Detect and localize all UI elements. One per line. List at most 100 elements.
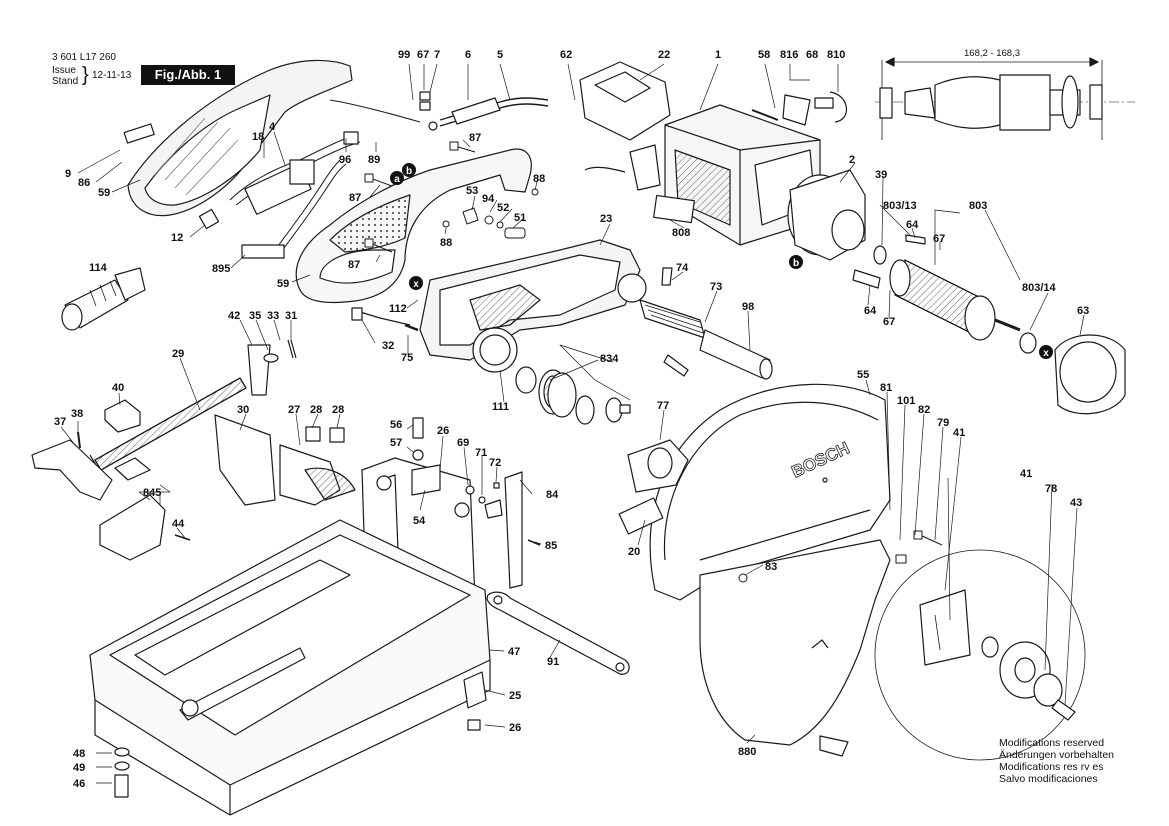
fan-baffle [1054,334,1126,415]
part-label-98: 98 [742,301,754,313]
armature [852,234,1037,354]
part-label-68: 68 [806,49,818,61]
warning-decal [618,497,664,535]
part-label-46: 46 [73,778,85,790]
part-label-38: 38 [71,408,83,420]
part-label-48: 48 [73,748,85,760]
part-label-84: 84 [546,489,559,501]
base-plate [89,519,491,816]
lead-screw [89,377,247,476]
part-label-27: 27 [288,404,300,416]
part-label-28-a: 28 [310,404,322,416]
notice-line: Salvo modificaciones [999,773,1098,785]
part-label-55: 55 [857,369,869,381]
part-label-57: 57 [390,437,402,449]
motor-flange [787,169,866,261]
small-fasteners [465,471,541,589]
part-label-59-top: 59 [98,187,110,199]
connector-badge-x-right-text: x [1043,348,1049,359]
guard-screws [738,530,943,583]
modification-notice: Modifications reserved Änderungen vorbeh… [999,737,1114,785]
part-label-810: 810 [827,49,845,61]
part-label-73: 73 [710,281,722,293]
connector-badges: a b x b x [390,163,1053,359]
part-label-41-guard: 41 [953,427,965,439]
part-label-53: 53 [466,185,478,197]
connector-badge-x-left [409,276,423,290]
part-label-88-mid: 88 [440,237,452,249]
part-label-96: 96 [339,154,351,166]
issue-label: Issue [52,65,76,76]
part-label-77: 77 [657,400,669,412]
part-label-808: 808 [672,227,690,239]
part-label-35: 35 [249,310,261,322]
part-label-834: 834 [600,353,619,365]
part-label-94: 94 [482,193,495,205]
part-label-81: 81 [880,382,892,394]
part-label-51: 51 [514,212,526,224]
part-label-83: 83 [765,561,777,573]
part-label-32: 32 [382,340,394,352]
part-label-39: 39 [875,169,887,181]
doc-number: 3 601 L17 260 [52,52,116,63]
part-label-99: 99 [398,49,410,61]
part-label-6: 6 [465,49,471,61]
handle-housing-upper [123,59,353,217]
notice-line: Modifications reserved [999,737,1105,749]
part-label-112: 112 [389,303,407,315]
gear-set [515,366,631,425]
part-label-63: 63 [1077,305,1089,317]
arm-gear-housing [419,239,647,373]
part-label-40: 40 [112,382,124,394]
part-label-64-top: 64 [906,219,919,231]
connector-badge-b-text: b [406,166,412,177]
part-label-52: 52 [497,202,509,214]
part-label-54: 54 [413,515,426,527]
vise-parts [31,399,191,561]
moving-guard [699,539,891,757]
part-label-44: 44 [172,518,185,530]
part-label-5: 5 [497,49,503,61]
handle-screws [364,141,539,253]
part-label-41-blade: 41 [1020,468,1032,480]
feet-parts [114,671,487,798]
armature-dimension-drawing [875,57,1135,140]
connector-badge-b-motor [789,255,803,269]
part-label-87-mid: 87 [349,192,361,204]
brush-parts [751,91,847,126]
part-label-69: 69 [457,437,469,449]
part-label-22: 22 [658,49,670,61]
power-cord [419,91,549,131]
part-label-79: 79 [937,417,949,429]
part-label-28-b: 28 [332,404,344,416]
part-label-803: 803 [969,200,987,212]
part-label-72: 72 [489,457,501,469]
part-label-67-low: 67 [883,316,895,328]
part-label-101: 101 [897,395,915,407]
part-label-85: 85 [545,540,557,552]
part-label-30: 30 [237,404,249,416]
part-label-18: 18 [252,131,264,143]
part-label-87-low: 87 [348,259,360,271]
part-label-87-top: 87 [469,132,481,144]
connector-badge-a-text: a [394,174,400,185]
part-label-29: 29 [172,348,184,360]
part-label-845: 845 [143,487,161,499]
part-label-47: 47 [508,646,520,658]
connector-badge-x-right [1039,345,1053,359]
part-label-20: 20 [628,546,640,558]
part-label-9: 9 [65,168,71,180]
part-labels: 99 67 7 6 5 62 22 1 58 816 68 810 4 18 8… [54,49,1089,790]
part-label-67-right: 67 [933,233,945,245]
connector-badge-a [390,171,404,185]
part-label-74: 74 [676,262,689,274]
part-label-86: 86 [78,177,90,189]
part-label-803-14: 803/14 [1022,282,1057,294]
part-label-67: 67 [417,49,429,61]
part-label-880: 880 [738,746,756,758]
part-label-26-top: 26 [437,425,449,437]
issue-date: 12-11-13 [92,70,132,81]
part-label-25: 25 [509,690,521,702]
part-label-71: 71 [475,447,487,459]
